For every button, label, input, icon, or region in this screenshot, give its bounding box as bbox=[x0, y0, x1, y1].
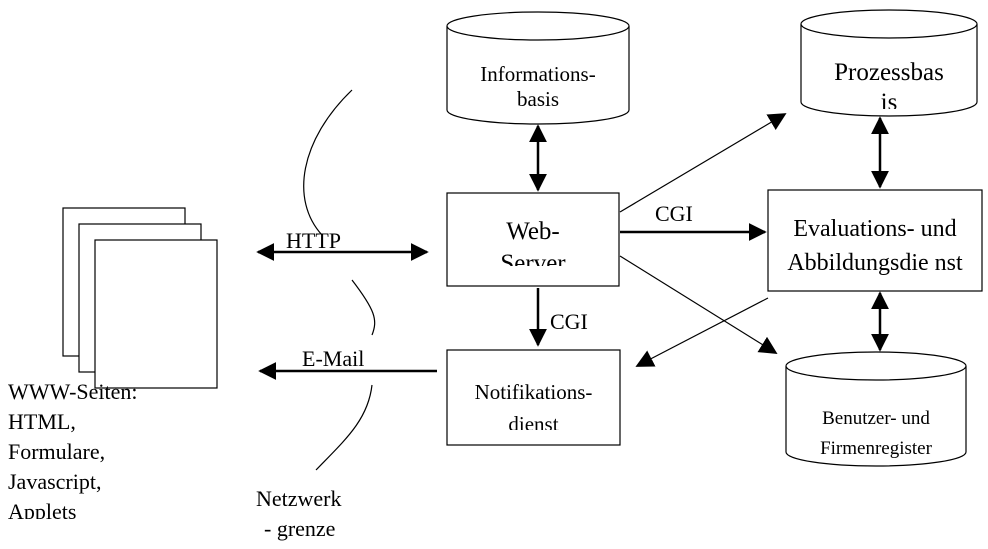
evaluationsdienst-label-line2: Abbildungsdie nst bbox=[787, 250, 963, 276]
evaluationsdienst-box bbox=[767, 189, 983, 292]
client-pages-label-line1: WWW-Seiten: bbox=[8, 379, 138, 404]
web-server-label-line2: Server bbox=[500, 250, 566, 266]
informationsbasis-label: Informations- basis bbox=[447, 62, 629, 112]
email-label: E-Mail bbox=[302, 346, 365, 371]
document-page-front bbox=[94, 239, 218, 389]
client-pages-label-line2: HTML, bbox=[8, 409, 76, 434]
cgi-evaluation-label: CGI bbox=[655, 201, 693, 226]
network-boundary-label: Netzwerk - grenze bbox=[256, 484, 342, 544]
informationsbasis-label-line1: Informations- bbox=[480, 62, 596, 86]
prozessbasis-label-line1: Prozessbas bbox=[834, 59, 944, 86]
evaluationsdienst-label: Evaluations- und Abbildungsdie nst bbox=[768, 212, 982, 280]
web-server-box bbox=[446, 192, 620, 287]
prozessbasis-label: Prozessbas is bbox=[801, 58, 977, 120]
informationsbasis-cylinder bbox=[446, 11, 630, 125]
network-boundary-label-line2: - grenze bbox=[264, 516, 336, 541]
notifikationsdienst-label: Notifikations- dienst bbox=[447, 376, 620, 434]
webserver-benutzerregister-arrow bbox=[619, 255, 778, 354]
benutzerregister-label-line2: Firmenregister bbox=[820, 438, 932, 459]
client-pages-label-line5: Applets bbox=[8, 499, 77, 519]
http-label: HTTP bbox=[286, 228, 341, 253]
network-boundary-curve bbox=[303, 89, 376, 471]
client-pages-label-line4: Javascript, bbox=[8, 469, 102, 494]
benutzerregister-cylinder bbox=[785, 351, 967, 467]
web-server-label-line1: Web- bbox=[506, 218, 560, 245]
notifikationsdienst-label-line1: Notifikations- bbox=[474, 380, 593, 404]
prozessbasis-cylinder bbox=[800, 9, 978, 117]
benutzerregister-label: Benutzer- und Firmenregister bbox=[786, 404, 966, 464]
informationsbasis-label-line2: basis bbox=[517, 86, 559, 111]
evaluationsdienst-label-line1: Evaluations- und bbox=[793, 216, 957, 242]
notifikationsdienst-box bbox=[446, 349, 621, 446]
client-pages-label-line3: Formulare, bbox=[8, 439, 106, 464]
webserver-prozessbasis-arrow bbox=[619, 113, 787, 213]
network-boundary-label-line1: Netzwerk bbox=[256, 486, 342, 511]
document-stack-icon bbox=[62, 207, 218, 389]
prozessbasis-label-line2: is bbox=[880, 88, 898, 109]
cgi-notification-label: CGI bbox=[550, 309, 588, 334]
client-pages-label: WWW-Seiten: HTML, Formulare, Javascript,… bbox=[8, 377, 138, 519]
notifikationsdienst-label-line2: dienst bbox=[508, 412, 559, 430]
web-server-label: Web- Server bbox=[447, 216, 619, 268]
benutzerregister-label-line1: Benutzer- und bbox=[822, 408, 930, 429]
evaluation-notifikation-arrow bbox=[635, 297, 769, 367]
